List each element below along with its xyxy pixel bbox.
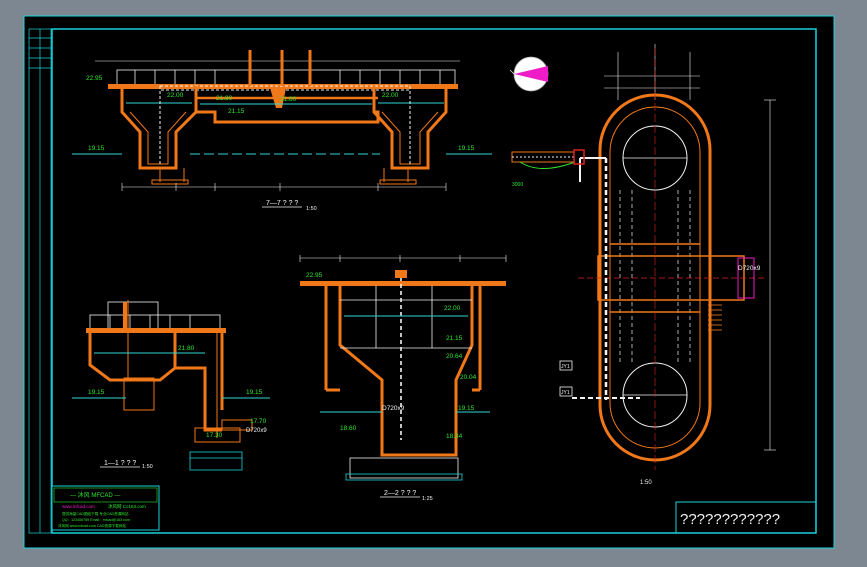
ground-center-left: 18.60 [340,425,357,432]
plan-scale: 1:50 [640,480,652,486]
elev-left-water: 21.80 [178,345,195,352]
section-1-1: 21.80 19.15 19.15 17.70 17.30 D720x9 1—1… [72,300,270,471]
section-left-scale: 1:50 [142,464,153,470]
watermark-logo: — 沐风 MFCAD — www.mfcad.com 沐风网 Co163.com… [51,485,160,531]
logo-line5: QQ：123456789 Email：mfcad@163.com [62,518,130,522]
plan-inlet-label: 3000 [512,182,523,188]
elev-center-4: 20.04 [460,374,477,381]
elev-top-left: 22.95 [86,75,103,82]
section-top-title: 7—7 ? ? ? [266,200,298,207]
logo-line2: www.mfcad.com [62,504,95,509]
plan-view: JY1 JY1 3000 D720x9 1:50 [511,44,776,486]
pipe-center: D720x9 [382,405,405,412]
ground-left-left: 19.15 [88,389,105,396]
title-block-text: ???????????? [680,511,780,528]
ground-center-right: 19.15 [458,405,475,412]
section-2-2: 22.95 22.00 21.15 20.64 20.04 19.15 18.6… [299,255,507,502]
elev-center-1: 22.00 [444,305,461,312]
logo-line4: 提供海量CAD图纸下载 专业CAD资源网站 [62,511,129,516]
jy1-box-b [559,386,573,397]
plan-pipe: D720x9 [738,265,761,272]
inner-frame [51,28,817,534]
ground-left-right: 19.15 [246,389,263,396]
elev-top-right: 22.00 [382,92,399,99]
plan-label-b: JY1 [561,390,570,396]
elev-center-3: 20.64 [446,353,463,360]
elev-top-b: 21.80 [216,95,233,102]
section-left-title: 1—1 ? ? ? [104,460,136,467]
logo-line1: — 沐风 MFCAD — [70,491,120,499]
section-7-7: 22.95 22.00 21.80 21.15 21.80 22.00 19.1… [72,50,492,212]
elev-top-d: 21.80 [280,96,297,103]
elev-top-c: 21.15 [228,108,245,115]
ground-top-left: 19.15 [88,145,105,152]
elev-center-2: 21.15 [446,335,463,342]
binding-strip [28,28,52,534]
logo-line3: 沐风网 Co163.com [108,503,146,510]
pipe-left: D720x9 [246,428,267,434]
plan-label-a: JY1 [561,364,570,370]
jy1-box-a [559,360,573,371]
elev-left-pipe: 17.70 [250,418,267,425]
elev-left-bottom: 17.30 [206,432,223,439]
title-block: ???????????? [675,501,817,534]
north-arrow-icon [509,56,549,92]
ground-top-right: 19.15 [458,145,475,152]
elev-center-bottom: 18.34 [446,433,463,440]
section-center-title: 2—2 ? ? ? [384,490,416,497]
elev-center-top: 22.95 [306,272,323,279]
logo-line6: 沐风网 www.mfcad.com CAD资源下载网站 [58,523,126,528]
section-top-scale: 1:50 [306,206,317,212]
elev-top-a: 22.00 [167,92,184,99]
section-center-scale: 1:25 [422,496,433,502]
outer-frame [23,15,835,549]
